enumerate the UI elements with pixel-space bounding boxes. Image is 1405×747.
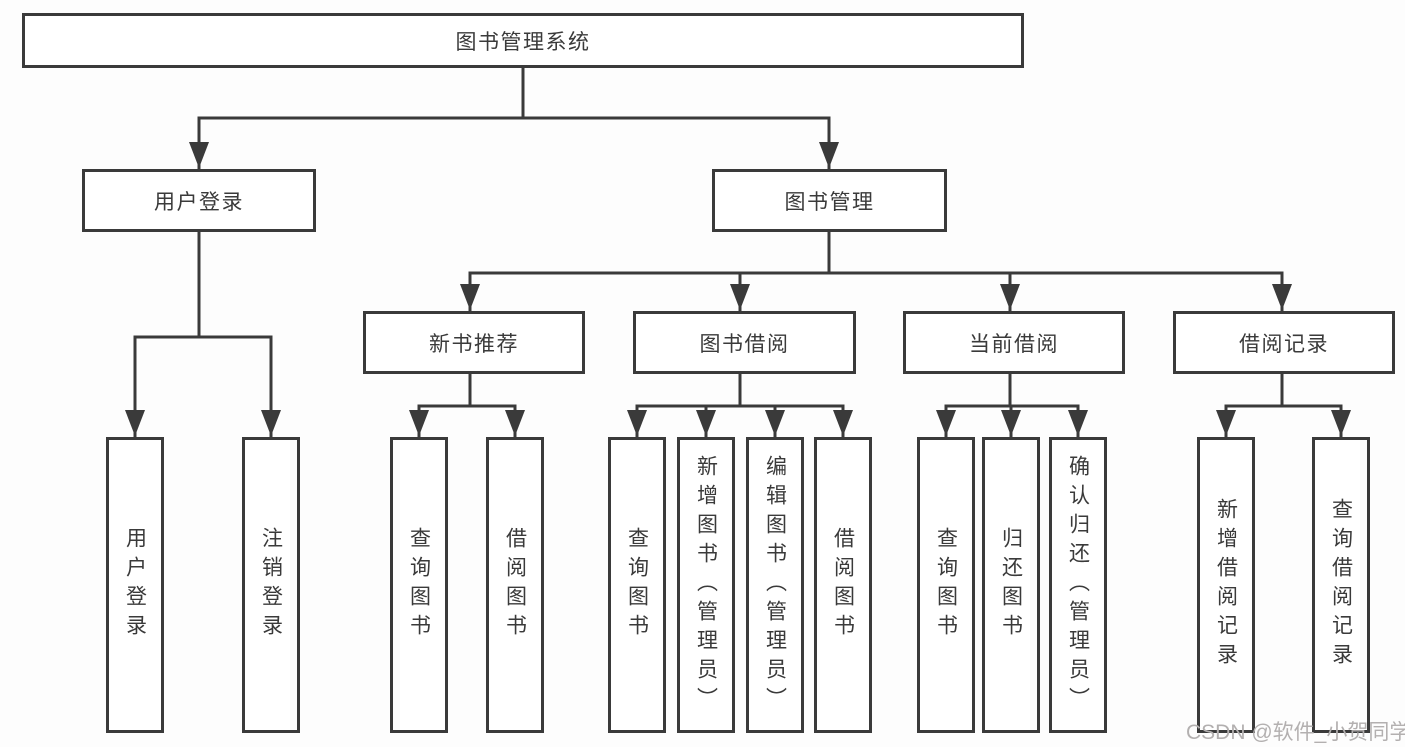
- node-book-borrow: 图书借阅: [633, 311, 856, 374]
- node-leaf-logout: 注销登录: [242, 437, 300, 733]
- node-borrow-records: 借阅记录: [1173, 311, 1395, 374]
- node-leaf-label: 编辑图书（管理员）: [763, 454, 787, 716]
- node-leaf-return-books: 归还图书: [982, 437, 1040, 733]
- node-leaf-query-books-1: 查询图书: [390, 437, 448, 733]
- node-leaf-label: 用户登录: [123, 527, 147, 643]
- node-leaf-label: 注销登录: [259, 527, 283, 643]
- node-new-books-label: 新书推荐: [429, 332, 519, 356]
- node-leaf-user-login: 用户登录: [106, 437, 164, 733]
- node-book-mgmt-label: 图书管理: [784, 190, 875, 214]
- node-leaf-query-borrow-record: 查询借阅记录: [1312, 437, 1370, 733]
- node-leaf-query-books-2: 查询图书: [608, 437, 666, 733]
- node-current-borrow: 当前借阅: [903, 311, 1125, 374]
- node-leaf-label: 确认归还（管理员）: [1066, 454, 1090, 716]
- node-leaf-query-books-3: 查询图书: [917, 437, 975, 733]
- node-user-login-label: 用户登录: [154, 190, 244, 214]
- watermark: CSDN @软件_小贺同学: [1186, 721, 1405, 744]
- node-leaf-label: 查询图书: [625, 527, 649, 643]
- node-book-borrow-label: 图书借阅: [699, 332, 790, 356]
- node-leaf-label: 归还图书: [999, 527, 1023, 643]
- node-leaf-borrow-books-2: 借阅图书: [814, 437, 872, 733]
- node-leaf-label: 借阅图书: [503, 527, 527, 643]
- node-root: 图书管理系统: [22, 13, 1024, 68]
- node-user-login: 用户登录: [82, 169, 316, 232]
- node-leaf-borrow-books-1: 借阅图书: [486, 437, 544, 733]
- node-root-label: 图书管理系统: [455, 30, 591, 54]
- node-leaf-label: 查询借阅记录: [1329, 498, 1353, 672]
- node-leaf-label: 新增图书（管理员）: [694, 454, 718, 716]
- node-leaf-add-borrow-record: 新增借阅记录: [1197, 437, 1255, 733]
- node-current-borrow-label: 当前借阅: [969, 332, 1059, 356]
- node-leaf-edit-books-admin: 编辑图书（管理员）: [746, 437, 804, 733]
- node-borrow-records-label: 借阅记录: [1239, 332, 1329, 356]
- node-leaf-label: 借阅图书: [831, 527, 855, 643]
- node-leaf-label: 查询图书: [407, 527, 431, 643]
- node-leaf-label: 查询图书: [934, 527, 958, 643]
- node-new-books: 新书推荐: [363, 311, 585, 374]
- node-leaf-confirm-return-admin: 确认归还（管理员）: [1049, 437, 1107, 733]
- node-leaf-label: 新增借阅记录: [1214, 498, 1238, 672]
- node-book-mgmt: 图书管理: [712, 169, 947, 232]
- node-leaf-add-books-admin: 新增图书（管理员）: [677, 437, 735, 733]
